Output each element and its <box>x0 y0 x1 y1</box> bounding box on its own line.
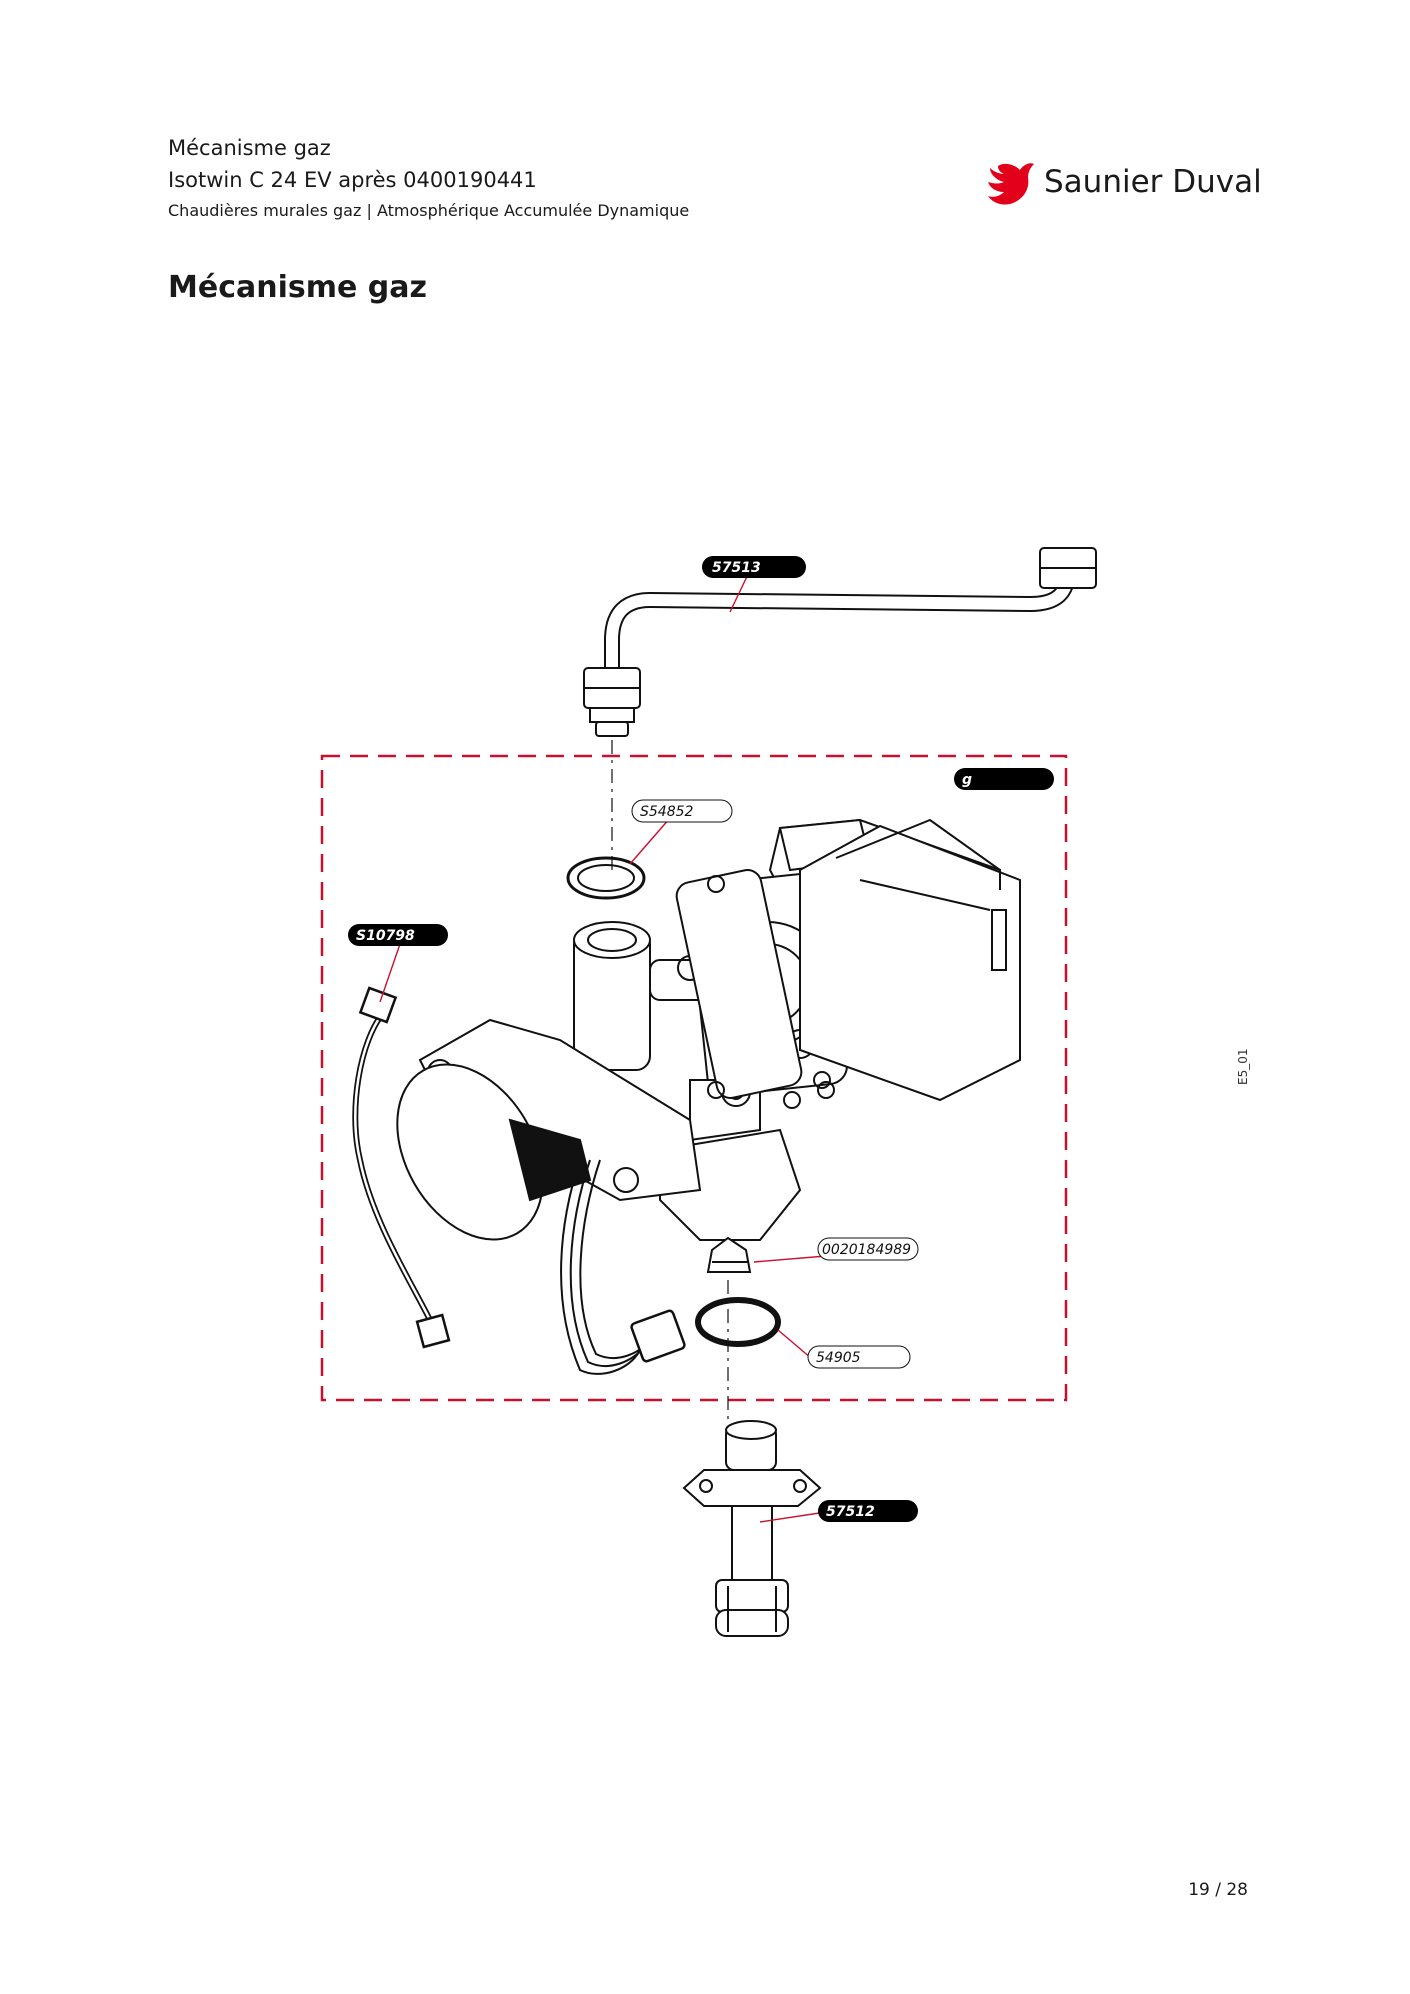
solenoid-operator <box>675 818 1021 1102</box>
gas-inlet-57512 <box>682 1420 822 1637</box>
svg-text:54905: 54905 <box>816 1350 861 1366</box>
brand-name: Saunier Duval <box>1044 164 1262 200</box>
diagram-code: E5_01 <box>1236 1048 1250 1086</box>
label-g: g <box>954 768 1054 790</box>
brand-logo: Saunier Duval <box>984 158 1262 208</box>
label-57512: 57512 <box>818 1500 918 1522</box>
label-s54852: S54852 <box>631 799 733 823</box>
label-57513: 57513 <box>702 556 806 578</box>
label-0020184989: 0020184989 <box>817 1237 919 1261</box>
document-header: Mécanisme gaz Isotwin C 24 EV après 0400… <box>168 136 689 220</box>
header-section-title: Mécanisme gaz <box>168 136 331 160</box>
svg-text:S10798: S10798 <box>356 928 415 944</box>
svg-text:57512: 57512 <box>826 1504 875 1520</box>
seal-ring-s54852 <box>566 856 646 900</box>
wire-harness-s10798 <box>352 986 686 1375</box>
svg-text:g: g <box>962 772 972 788</box>
injector-0020184989 <box>706 1236 752 1273</box>
gas-pipe-57513 <box>583 547 1097 737</box>
svg-text:57513: 57513 <box>712 560 761 576</box>
assembly-dashed-box <box>320 754 1068 1402</box>
label-54905: 54905 <box>807 1345 911 1369</box>
page-number: 19 / 28 <box>1188 1880 1248 1900</box>
header-model: Isotwin C 24 EV après 0400190441 <box>168 168 537 192</box>
bird-logo-icon <box>988 163 1034 205</box>
svg-text:S54852: S54852 <box>640 804 694 820</box>
modulation-coil <box>396 1018 751 1241</box>
svg-text:0020184989: 0020184989 <box>822 1242 911 1258</box>
label-s10798: S10798 <box>348 924 448 946</box>
page-title: Mécanisme gaz <box>168 270 427 305</box>
o-ring-54905 <box>695 1297 781 1347</box>
header-category: Chaudières murales gaz | Atmosphérique A… <box>168 201 690 220</box>
